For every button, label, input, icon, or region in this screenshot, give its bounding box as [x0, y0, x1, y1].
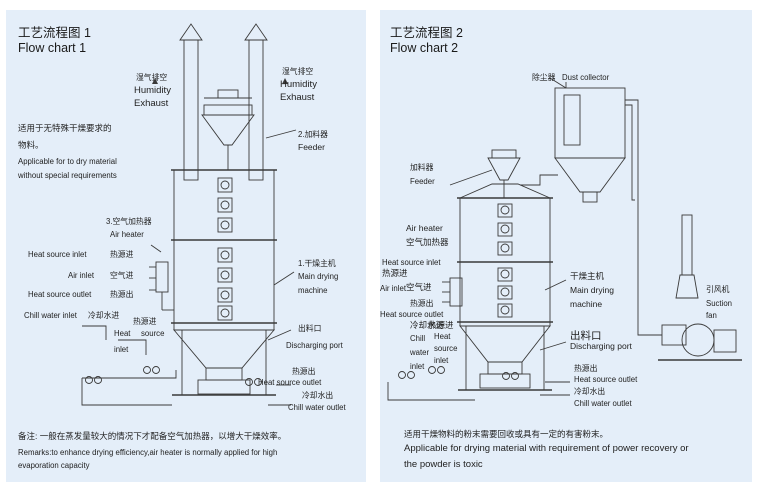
air-heater-label-cn: 空气加热器 — [406, 237, 449, 247]
discharge-label-cn: 出料口 — [570, 330, 602, 342]
hs-out-label-cn: 热源出 — [574, 364, 598, 373]
heat-in2-label-en-1: Heat — [434, 332, 451, 341]
note-en-2: evaporation capacity — [18, 461, 90, 470]
chill-inlet-label-cn: 冷却水进 — [88, 311, 120, 320]
flow-chart-2-diagram — [387, 77, 742, 401]
air-inlet-label-cn: 空气进 — [406, 282, 432, 292]
air-heater-label-en: Air heater — [110, 230, 144, 239]
fan-label-en-1: Suction — [706, 299, 733, 308]
chill-out-label-en: Chill water outlet — [288, 403, 346, 412]
bottom-cone — [459, 325, 551, 363]
bottom-cone — [173, 329, 275, 369]
exhaust2-label-en-2: Exhaust — [280, 92, 315, 103]
feeder-label-en: Feeder — [298, 142, 325, 152]
chart2-title-en: Flow chart 2 — [390, 41, 459, 55]
exhaust-label-en-1: Humidity — [134, 85, 171, 96]
chill-label-en-1: Chill — [410, 334, 426, 343]
main-label-cn: 干燥主机 — [570, 271, 605, 281]
heat-source-label-en-3: inlet — [114, 345, 129, 354]
feeder-label-en: Feeder — [410, 177, 435, 186]
chill-inlet-label-en: Chill water inlet — [24, 311, 77, 320]
fan-label-cn: 引风机 — [706, 285, 730, 294]
air-inlet-label-en: Air inlet — [68, 271, 94, 280]
hs-out-label-en: Heat source outlet — [574, 375, 638, 384]
main-machine-label-en-1: Main drying — [298, 272, 339, 281]
dust-label-en: Dust collector — [562, 73, 610, 82]
discharge-label-en: Discharging port — [286, 341, 343, 350]
apply-en-1: Applicable for drying material with requ… — [404, 443, 689, 454]
apply-en-1: Applicable for to dry material — [18, 157, 117, 166]
note-en-1: Remarks:to enhance drying efficiency,air… — [18, 448, 278, 457]
exhaust-chimney-right — [248, 39, 264, 181]
exhaust2-label-cn: 湿气排空 — [282, 67, 314, 76]
note-cn: 备注: 一般在蒸发量较大的情况下才配备空气加热器，以增大干燥效率。 — [18, 431, 287, 441]
fan-label-en-2: fan — [706, 311, 717, 320]
heat-inlet-label-en: Heat source inlet — [382, 258, 441, 267]
fan-exhaust-stack — [681, 214, 693, 276]
heat-inlet-label-cn: 热源进 — [382, 268, 408, 278]
air-inlet-label-en: Air inlet — [380, 284, 406, 293]
flow-chart-1-diagram — [81, 23, 297, 406]
chill-label-en-2: water — [410, 348, 430, 357]
heat-outlet-label-en: Heat source outlet — [28, 290, 92, 299]
heat-out-label-cn: 热源出 — [410, 299, 434, 308]
flow-chart-1-panel: 工艺流程图 1 Flow chart 1 湿气排空 Humidity Exhau… — [6, 10, 366, 482]
feeder-hopper — [201, 114, 255, 146]
main-label-en-1: Main drying — [570, 285, 614, 295]
feeder-label-cn: 2.加料器 — [298, 130, 328, 139]
heat-source-label-en-1: Heat — [114, 329, 131, 338]
dust-collector — [554, 87, 626, 159]
chill-in-label-cn: 冷却水进 — [410, 320, 445, 330]
air-heater-label-en: Air heater — [406, 223, 443, 233]
chart1-title-cn: 工艺流程图 1 — [18, 26, 91, 40]
feeder-hopper — [487, 157, 521, 181]
discharge-label-cn: 出料口 — [298, 324, 322, 333]
chart1-title-en: Flow chart 1 — [18, 41, 87, 55]
dust-label-cn: 除尘器 — [532, 73, 556, 82]
chill-label-en-3: inlet — [410, 362, 425, 371]
heat-inlet-label-en: Heat source inlet — [28, 250, 87, 259]
exhaust-label-cn: 湿气排空 — [136, 73, 168, 82]
apply-en-2: the powder is toxic — [404, 459, 483, 470]
main-label-en-2: machine — [570, 299, 603, 309]
main-machine-label-cn: 1.干燥主机 — [298, 259, 336, 268]
chill-out-label-en: Chill water outlet — [574, 399, 632, 408]
chill-out-label-cn: 冷却水出 — [302, 391, 334, 400]
heat-inlet-label-cn: 热源进 — [110, 250, 134, 259]
chimney-cap-left — [179, 23, 203, 41]
heat-out-label-en: Heat source outlet — [380, 310, 444, 319]
flow-chart-2-panel: 工艺流程图 2 Flow chart 2 除尘器 Dust collector … — [380, 10, 752, 482]
apply-en-2: without special requirements — [18, 171, 117, 180]
chart2-title-cn: 工艺流程图 2 — [390, 26, 463, 40]
heat-source-label-en-2: source — [141, 329, 165, 338]
heat-in2-label-cn: 热源进 — [428, 320, 454, 330]
dust-collector-cone — [554, 157, 626, 193]
hs-out-label-cn: 热源出 — [292, 367, 316, 376]
hs-out-label-en: Heat source outlet — [258, 378, 322, 387]
heat-source-label-cn: 热源进 — [133, 317, 157, 326]
exhaust-label-en-2: Exhaust — [134, 98, 169, 109]
air-inlet-label-cn: 空气进 — [110, 271, 134, 280]
exhaust-chimney-left — [183, 39, 199, 181]
discharge-label-en: Discharging port — [570, 341, 632, 351]
apply-cn: 适用干燥物料的粉末需要回收或具有一定的有害粉末。 — [404, 429, 609, 439]
feeder-body — [203, 104, 253, 116]
heat-in2-label-en-2: source — [434, 344, 458, 353]
exhaust2-label-en-1: Humidity — [280, 79, 317, 90]
apply-cn-1: 适用于无特殊干燥要求的 — [18, 123, 112, 133]
heat-in2-label-en-3: inlet — [434, 356, 449, 365]
apply-cn-2: 物料。 — [18, 140, 44, 150]
suction-fan — [681, 323, 715, 357]
air-heater-label-cn: 3.空气加热器 — [106, 217, 152, 226]
feeder-label-cn: 加料器 — [410, 163, 434, 172]
chimney-cap-right — [244, 23, 268, 41]
main-machine-label-en-2: machine — [298, 286, 328, 295]
air-heater — [155, 261, 169, 293]
heat-outlet-label-cn: 热源出 — [110, 290, 134, 299]
chill-out-label-cn: 冷却水出 — [574, 387, 606, 396]
